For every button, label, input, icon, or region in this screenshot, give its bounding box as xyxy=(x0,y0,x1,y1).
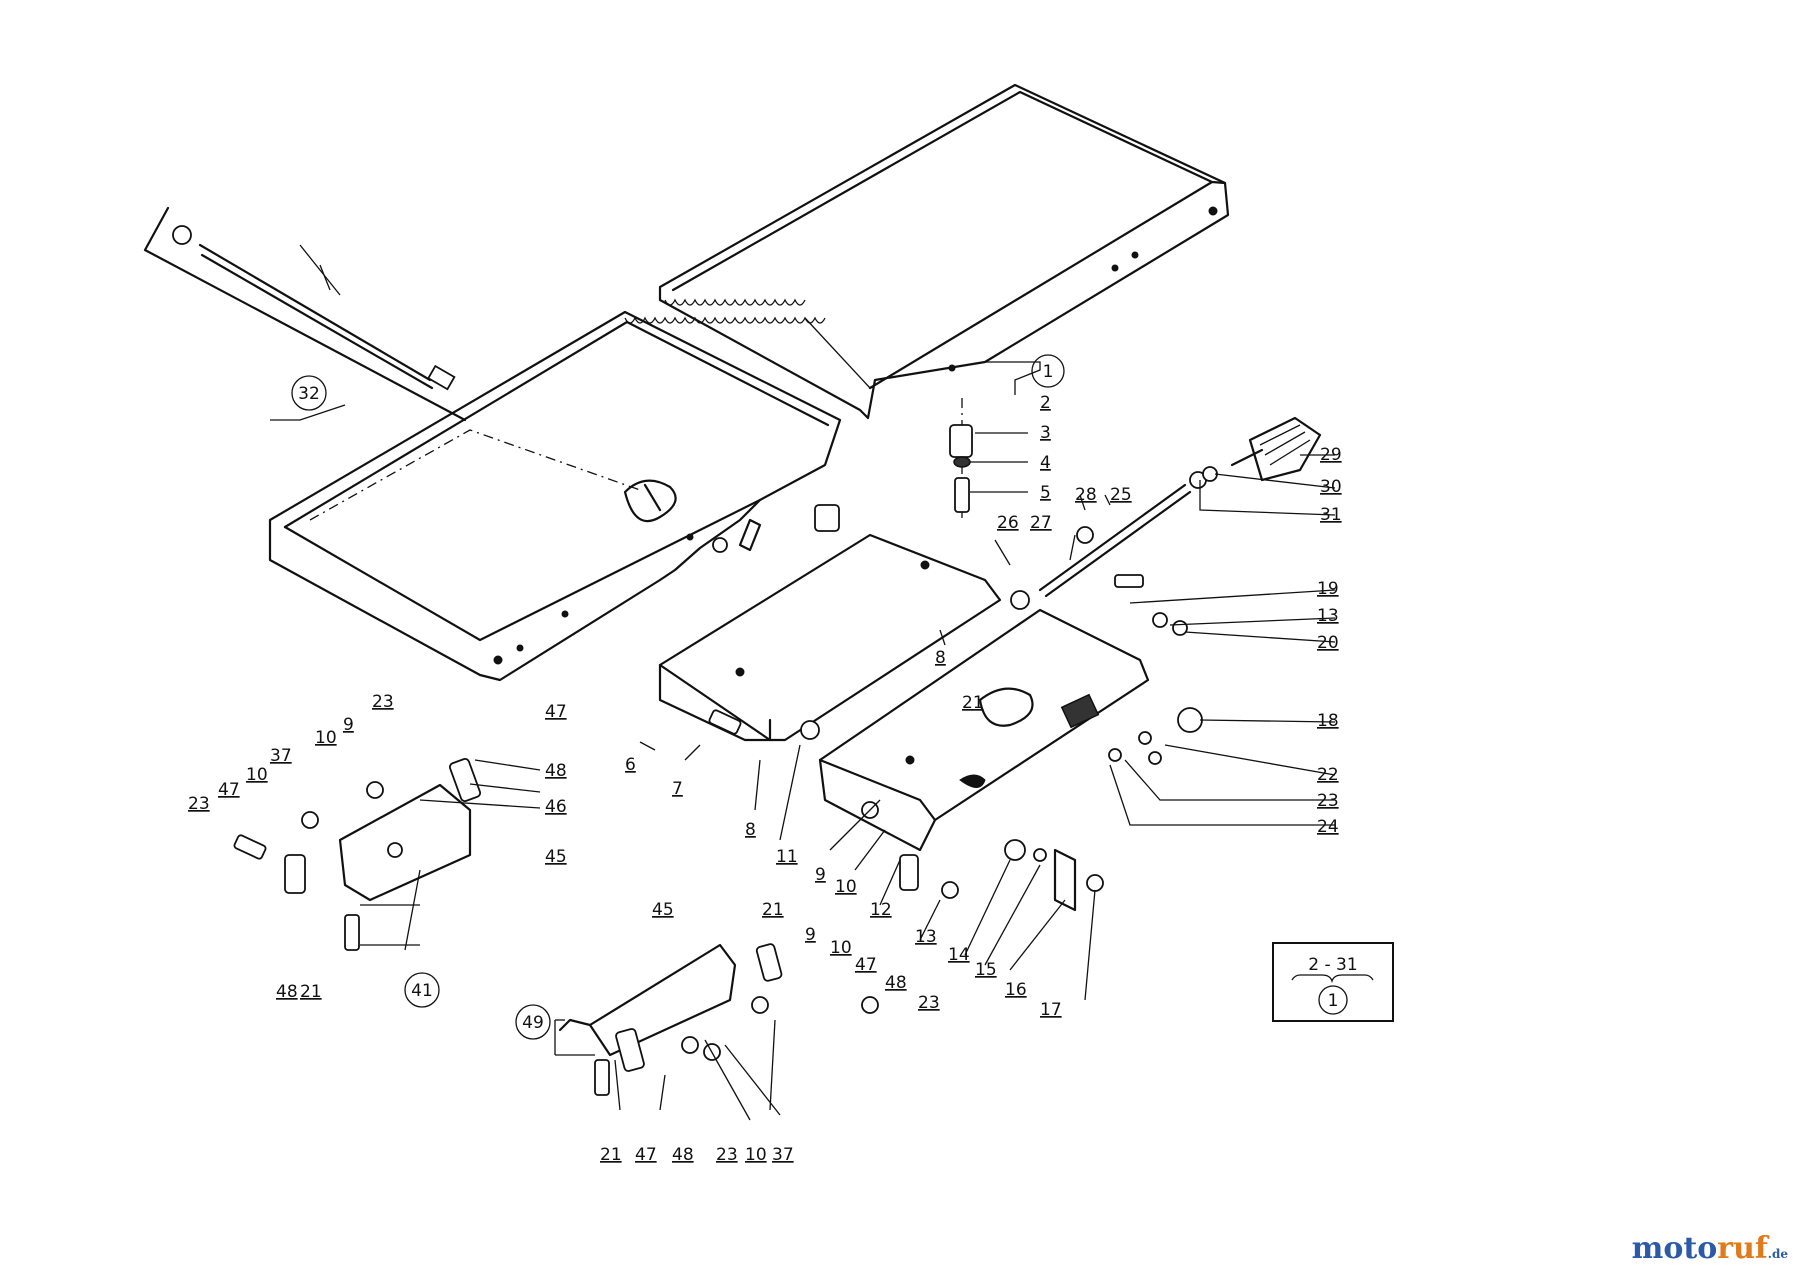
callout-8-upper: 8 xyxy=(935,648,946,668)
callout-22: 22 xyxy=(1317,765,1339,785)
legend-range-label: 2 - 31 xyxy=(1308,955,1357,975)
left-table-part xyxy=(268,310,842,682)
callout-24: 24 xyxy=(1317,817,1339,837)
callout-10-bottom: 10 xyxy=(745,1145,767,1165)
callout-19: 19 xyxy=(1317,579,1339,599)
callout-47-left: 47 xyxy=(218,780,240,800)
callout-46: 46 xyxy=(545,797,567,817)
brand-part-3: .de xyxy=(1767,1247,1788,1261)
callout-48-left-top: 48 xyxy=(545,761,567,781)
callout-9-left: 9 xyxy=(343,715,354,735)
center-carriage xyxy=(658,504,1150,852)
callout-9-bottom: 9 xyxy=(805,925,816,945)
callout-14: 14 xyxy=(948,945,970,965)
leader-lines xyxy=(360,361,1336,1121)
callout-23-left-top: 23 xyxy=(372,692,394,712)
callout-27: 27 xyxy=(1030,513,1052,533)
callout-37-left: 37 xyxy=(270,746,292,766)
callout-21-left: 21 xyxy=(300,982,322,1002)
right-table-part xyxy=(658,83,1230,420)
callout-17: 17 xyxy=(1040,1000,1062,1020)
callout-41: 41 xyxy=(411,981,433,1001)
callout-48-bottom: 48 xyxy=(672,1145,694,1165)
callout-11: 11 xyxy=(776,847,798,867)
hardware-stack-3-5 xyxy=(949,398,973,520)
callout-12: 12 xyxy=(870,900,892,920)
callout-48-bottom-top: 48 xyxy=(885,973,907,993)
callout-3: 3 xyxy=(1040,423,1051,443)
callout-23-bottom: 23 xyxy=(716,1145,738,1165)
callout-47-left-top: 47 xyxy=(545,702,567,722)
callout-10-bottom-top: 10 xyxy=(830,938,852,958)
callout-45-bottom: 45 xyxy=(652,900,674,920)
callout-13-lower: 13 xyxy=(915,927,937,947)
callout-31: 31 xyxy=(1320,505,1342,525)
brand-part-2: ruf xyxy=(1717,1231,1768,1266)
callout-30: 30 xyxy=(1320,477,1342,497)
callout-9-center: 9 xyxy=(815,865,826,885)
callout-10-center: 10 xyxy=(835,877,857,897)
callout-7: 7 xyxy=(672,779,683,799)
bracket-assembly-41 xyxy=(233,758,482,951)
callout-6: 6 xyxy=(625,755,636,775)
threaded-rod-knob xyxy=(1038,416,1322,598)
brand-watermark: motoruf.de xyxy=(1632,1231,1788,1266)
callout-23-right: 23 xyxy=(1317,791,1339,811)
callout-21-bottom: 21 xyxy=(600,1145,622,1165)
callout-23-left: 23 xyxy=(188,794,210,814)
callout-23-bottom-top: 23 xyxy=(918,993,940,1013)
callout-1: 1 xyxy=(1043,362,1054,382)
callout-16: 16 xyxy=(1005,980,1027,1000)
callout-21-bottom-top: 21 xyxy=(762,900,784,920)
callout-29: 29 xyxy=(1320,445,1342,465)
assembly-legend-box xyxy=(1272,942,1394,1022)
legend-assembly-number: 1 xyxy=(1328,991,1339,1011)
brand-part-1: moto xyxy=(1631,1231,1718,1266)
callout-32: 32 xyxy=(298,384,320,404)
callout-47-bottom-top: 47 xyxy=(855,955,877,975)
callout-10-left: 10 xyxy=(246,765,268,785)
callout-4: 4 xyxy=(1040,453,1051,473)
callout-45-left: 45 xyxy=(545,847,567,867)
callout-10-left-top: 10 xyxy=(315,728,337,748)
callout-2: 2 xyxy=(1040,393,1051,413)
callout-25: 25 xyxy=(1110,485,1132,505)
callout-47-bottom: 47 xyxy=(635,1145,657,1165)
callout-18: 18 xyxy=(1317,711,1339,731)
rod-assembly xyxy=(143,206,467,422)
callout-8-lower: 8 xyxy=(745,820,756,840)
callout-5: 5 xyxy=(1040,483,1051,503)
callout-28: 28 xyxy=(1075,485,1097,505)
callout-circles xyxy=(291,354,1065,1040)
callout-15: 15 xyxy=(975,960,997,980)
callout-21-center: 21 xyxy=(962,693,984,713)
callout-13-right: 13 xyxy=(1317,606,1339,626)
callout-48-left: 48 xyxy=(276,982,298,1002)
callout-49: 49 xyxy=(522,1013,544,1033)
callout-37-bottom: 37 xyxy=(772,1145,794,1165)
callout-20: 20 xyxy=(1317,633,1339,653)
callout-26: 26 xyxy=(997,513,1019,533)
bracket-assembly-49 xyxy=(558,943,879,1096)
misc-hardware xyxy=(708,574,1203,912)
